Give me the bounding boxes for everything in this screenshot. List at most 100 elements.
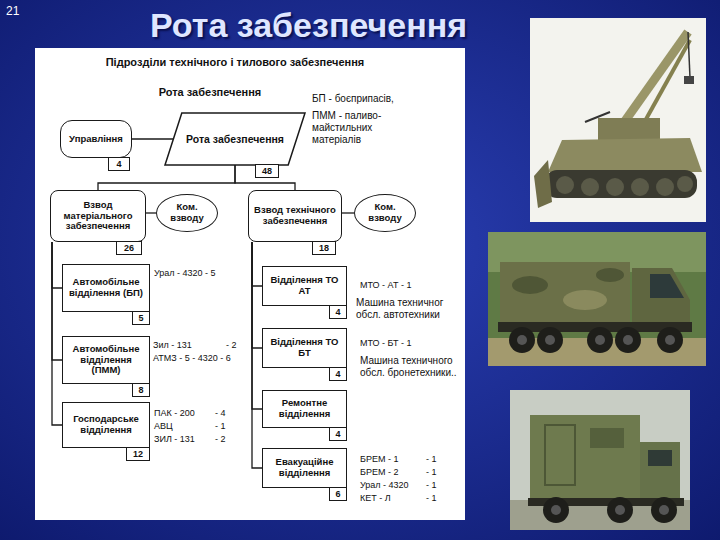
node-label: Автомобільне відділення (БП) (67, 277, 145, 299)
connector-line (52, 242, 62, 425)
vehicle-list: МТО - АТ - 1 (360, 280, 411, 291)
callout-number: 5 (138, 312, 143, 324)
platoon-box: Взвод технічного забезпечення (248, 190, 342, 242)
label-slot: - 1 (426, 454, 437, 465)
vehicle-list: Зил - 131 (153, 340, 192, 351)
page-number: 21 (6, 4, 19, 18)
truck-photo (509, 327, 535, 353)
truck-photo (632, 268, 690, 330)
truck-photo (563, 290, 607, 310)
callout-number: 4 (116, 158, 121, 170)
strength-number: 4 (329, 427, 347, 441)
vehicle-count: - 2 (226, 340, 237, 351)
recovery-vehicle-photo (548, 138, 702, 172)
recovery-vehicle-photo (631, 178, 649, 196)
vehicle-list: БРЕМ - 1 (360, 454, 398, 465)
node-label: Відділення ТО БТ (267, 337, 342, 359)
node-label: Ком. взводу (364, 202, 406, 224)
callout-number: 8 (138, 384, 143, 396)
recovery-vehicle-photo (530, 18, 706, 222)
vehicle-list: КЕТ - Л (360, 493, 391, 504)
label-slot: - 1 (426, 493, 437, 504)
van-truck-photo (510, 390, 690, 530)
truck-photo (650, 274, 684, 298)
connector-line (235, 165, 295, 190)
label-slot: Урал - 4320 (360, 480, 409, 491)
vehicle-count: - 1 (215, 421, 226, 432)
parallelogram-outline (165, 113, 305, 165)
photo-callout: Машина техничног обсл. автотехники (356, 297, 462, 321)
strength-number: 4 (108, 157, 130, 171)
recovery-vehicle-photo (545, 170, 697, 198)
label-slot: БРЕМ - 1 (360, 454, 398, 465)
callout-number: 6 (335, 488, 340, 500)
label-slot: ПММ - паливо-майстильних матеріалів (312, 110, 412, 146)
callout-number: 12 (133, 448, 143, 460)
node-label: Взвод технічного забезпечення (253, 205, 337, 227)
callout-number: 4 (335, 428, 340, 440)
node-label: Господарське відділення (67, 414, 145, 436)
truck-photo (657, 327, 683, 353)
label-slot: - 4 (215, 408, 226, 419)
vehicle-list: БРЕМ - 2 (360, 467, 398, 478)
van-truck-photo (510, 390, 690, 530)
label-slot: Машина техничного обсл. бронетехники.. (360, 355, 462, 379)
vehicle-count: - 4 (215, 408, 226, 419)
callout-number: 18 (319, 242, 329, 254)
label-slot: АТМЗ - 5 - 4320 - 6 (153, 353, 231, 364)
section-box: Евакуаційне відділення (262, 448, 347, 488)
strength-number: 4 (329, 367, 347, 381)
label-slot: ПАК - 200 (154, 408, 195, 419)
section-box: Автомобільне відділення (БП) (62, 264, 150, 312)
slide-title: Рота забезпечення (150, 6, 467, 45)
recovery-vehicle-photo (606, 178, 624, 196)
connector-line (52, 242, 62, 360)
van-truck-photo (651, 497, 677, 523)
strength-number: 5 (132, 311, 150, 325)
strength-number: 6 (329, 487, 347, 501)
vehicle-list: ПАК - 200 (154, 408, 195, 419)
photo-callout: Машина техничного обсл. бронетехники.. (360, 355, 462, 379)
callout-number: 4 (335, 368, 340, 380)
connector-line (252, 242, 262, 409)
command-box: Управління (60, 120, 132, 158)
recovery-vehicle-photo (677, 176, 693, 192)
commander-ellipse: Ком. взводу (354, 194, 416, 232)
truck-photo (488, 232, 706, 366)
truck-photo (517, 335, 527, 345)
connector-line (252, 242, 262, 286)
recovery-vehicle-photo (688, 32, 690, 78)
label-slot: Зил - 131 (153, 340, 192, 351)
vehicle-count: - 1 (426, 493, 437, 504)
node-label: Евакуаційне відділення (267, 457, 342, 479)
recovery-vehicle-photo (684, 76, 694, 84)
platoon-box: Взвод матеріального забезпечення (50, 190, 146, 242)
callout-number: 4 (335, 306, 340, 318)
van-truck-photo (590, 428, 624, 448)
label-slot: Урал - 4320 - 5 (154, 268, 216, 279)
truck-photo (537, 327, 563, 353)
recovery-vehicle-photo (640, 40, 690, 130)
recovery-vehicle-photo (581, 178, 599, 196)
node-label: Відділення ТО АТ (267, 275, 342, 297)
label-slot: 21 (6, 4, 19, 18)
label-slot: - 1 (426, 467, 437, 478)
label-slot: - 1 (215, 421, 226, 432)
vehicle-count: - 2 (215, 434, 226, 445)
label-slot: Машина техничног обсл. автотехники (356, 297, 462, 321)
vehicle-list: Урал - 4320 (360, 480, 409, 491)
truck-photo (500, 262, 630, 322)
connector-line (146, 212, 156, 213)
connector-line (342, 212, 354, 213)
title-slot: Рота забезпечення (150, 6, 467, 45)
label-slot: МТО - АТ - 1 (360, 280, 411, 291)
node-label: Управління (69, 134, 123, 145)
van-truck-photo (543, 497, 569, 523)
truck-photo (665, 335, 675, 345)
recovery-vehicle-photo (534, 160, 552, 208)
abbreviation-note: ПММ - паливо-майстильних матеріалів (312, 110, 412, 146)
label-slot: ЗИЛ - 131 (154, 434, 195, 445)
company-box: Рота забезпечення (165, 113, 305, 165)
truck-photo (615, 327, 641, 353)
